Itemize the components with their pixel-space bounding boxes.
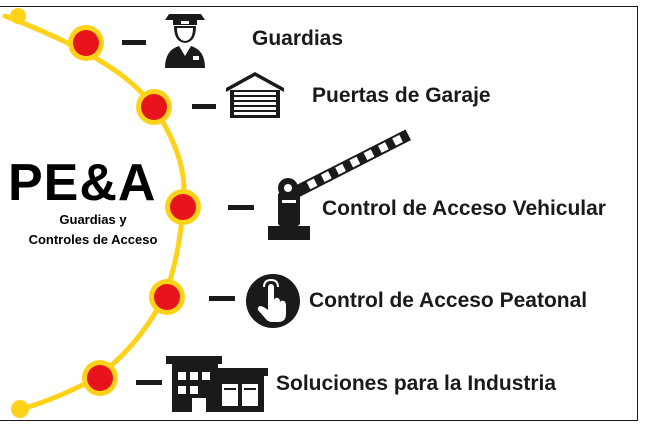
node-1	[68, 25, 104, 61]
factory-icon	[166, 356, 268, 412]
item-label-soluciones-industria: Soluciones para la Industria	[276, 372, 557, 395]
node-4	[149, 279, 185, 315]
connector-dash-3	[228, 205, 254, 210]
node-5	[82, 360, 118, 396]
frame-bottom	[0, 420, 638, 421]
brand-block: PE&A Guardias y Controles de Acceso	[8, 156, 178, 250]
frame-right	[637, 6, 638, 420]
arc-end-dot-bottom	[11, 400, 29, 418]
garage-door-icon	[226, 72, 284, 118]
guard-icon	[165, 14, 205, 68]
barrier-gate-icon	[268, 129, 411, 240]
connector-dash-5	[136, 380, 162, 385]
connector-dash-4	[209, 296, 235, 301]
node-3	[165, 189, 201, 225]
item-label-control-acceso-peatonal: Control de Acceso Peatonal	[309, 289, 588, 312]
brand-subtitle-line1: Guardias y	[59, 212, 127, 227]
brand-title: PE&A	[8, 154, 157, 212]
item-label-control-acceso-vehicular: Control de Acceso Vehicular	[322, 197, 606, 220]
brand-subtitle-line2: Controles de Acceso	[28, 232, 158, 247]
frame-top	[0, 6, 638, 7]
connector-dash-2	[192, 104, 216, 109]
node-2	[136, 89, 172, 125]
item-label-puertas-de-garaje: Puertas de Garaje	[312, 84, 491, 107]
item-label-guardias: Guardias	[252, 27, 344, 50]
connector-dash-1	[122, 40, 146, 45]
arc-end-dot-top	[10, 8, 26, 24]
touch-hand-icon	[246, 274, 300, 328]
